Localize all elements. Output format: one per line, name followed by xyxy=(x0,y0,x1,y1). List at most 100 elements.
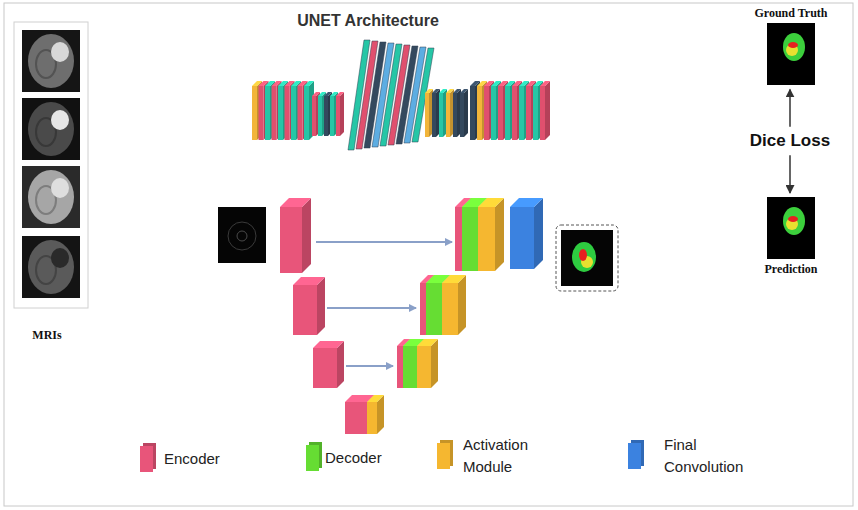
layer-front xyxy=(519,86,524,140)
layer-front xyxy=(540,86,545,140)
layer-front xyxy=(439,93,443,137)
lesion xyxy=(51,42,69,62)
legend-label: Final Convolution xyxy=(664,434,754,478)
diagram-title: UNET Architecture xyxy=(297,12,439,30)
input-detail xyxy=(228,222,256,250)
layer-top xyxy=(417,339,438,346)
node-label: Prediction xyxy=(764,259,817,276)
layer-front xyxy=(512,86,517,140)
mri-panel xyxy=(14,22,88,308)
arrow-connector xyxy=(789,155,791,193)
mask-red xyxy=(788,216,798,222)
mri-background xyxy=(22,236,80,298)
mri-slice xyxy=(22,98,80,160)
layer-front xyxy=(510,207,534,269)
layer-front xyxy=(312,96,316,136)
layer-front xyxy=(345,402,367,434)
layer-front xyxy=(367,402,377,434)
layer-top xyxy=(336,92,344,96)
skip-connection xyxy=(316,241,452,243)
layer-front xyxy=(280,207,302,273)
mri-background xyxy=(22,30,80,92)
layer-front xyxy=(272,86,277,140)
mri-slice xyxy=(22,166,80,228)
layer-side xyxy=(317,277,325,335)
layer-front xyxy=(460,93,464,137)
node-label: Dice Loss xyxy=(750,131,830,151)
layer-side xyxy=(545,81,550,140)
layer-front xyxy=(278,86,283,140)
brain xyxy=(28,102,74,156)
layer-front xyxy=(336,96,340,136)
layer-front xyxy=(293,285,317,335)
brain xyxy=(28,34,74,88)
layer-front xyxy=(265,86,270,140)
mask-green xyxy=(783,33,805,61)
layer-top xyxy=(439,89,447,93)
layer-side xyxy=(464,89,468,137)
layer-front xyxy=(426,283,442,335)
layer-front xyxy=(291,86,296,140)
arrow-connector xyxy=(789,89,791,126)
legend-label: Decoder xyxy=(325,447,425,469)
layer-front xyxy=(442,283,458,335)
layer-top xyxy=(367,395,384,402)
layer-front xyxy=(259,86,264,140)
layer-side xyxy=(337,341,344,388)
legend-label: Encoder xyxy=(164,448,264,470)
panel-label: MRIs xyxy=(32,328,61,343)
layer-side xyxy=(340,92,344,136)
mask-background xyxy=(767,23,815,85)
brain xyxy=(28,170,74,224)
mask-image-node: Prediction xyxy=(764,197,817,276)
layer-front xyxy=(484,86,489,140)
layer-top xyxy=(304,81,314,86)
layer-front xyxy=(455,207,462,271)
output-frame xyxy=(556,225,618,291)
layer-front xyxy=(478,207,495,271)
layer-front xyxy=(526,86,531,140)
skip-connection xyxy=(327,307,416,309)
layer-top xyxy=(432,89,440,93)
legend-swatch xyxy=(140,446,153,472)
mask-image-node: Ground Truth xyxy=(754,6,827,85)
mask-image xyxy=(767,197,815,259)
layer-front xyxy=(446,93,450,137)
mri-background xyxy=(22,166,80,228)
legend-swatch xyxy=(628,443,641,469)
layer-front xyxy=(477,86,482,140)
layer-front xyxy=(298,86,303,140)
layer-front xyxy=(498,86,503,140)
unet-blocks xyxy=(280,198,543,434)
layer-front xyxy=(313,348,337,388)
skip-connection xyxy=(346,365,393,367)
layer-side xyxy=(495,198,504,271)
layer-front xyxy=(318,96,322,136)
layer-front xyxy=(432,93,436,137)
layer-front xyxy=(324,96,328,136)
mask-background xyxy=(767,197,815,259)
layer-top xyxy=(510,198,543,207)
layer-top xyxy=(313,341,344,348)
layer-side xyxy=(302,198,311,273)
loss-node: Dice Loss xyxy=(750,131,830,151)
segment-red xyxy=(579,249,587,261)
layer-front xyxy=(304,86,309,140)
legend-swatch xyxy=(306,445,319,471)
layer-top xyxy=(446,89,454,93)
layer-side xyxy=(534,198,543,269)
layer-top xyxy=(540,81,550,86)
layer-front xyxy=(462,207,478,271)
layer-top xyxy=(460,89,468,93)
layer-top xyxy=(442,275,466,283)
layer-front xyxy=(252,86,257,140)
input-detail xyxy=(237,231,247,241)
input-image xyxy=(218,207,266,263)
legend-swatch xyxy=(437,443,450,469)
lesion xyxy=(51,248,69,268)
output-image xyxy=(561,230,613,286)
mri-slice xyxy=(22,236,80,298)
layer-front xyxy=(425,93,429,137)
brain xyxy=(28,240,74,294)
